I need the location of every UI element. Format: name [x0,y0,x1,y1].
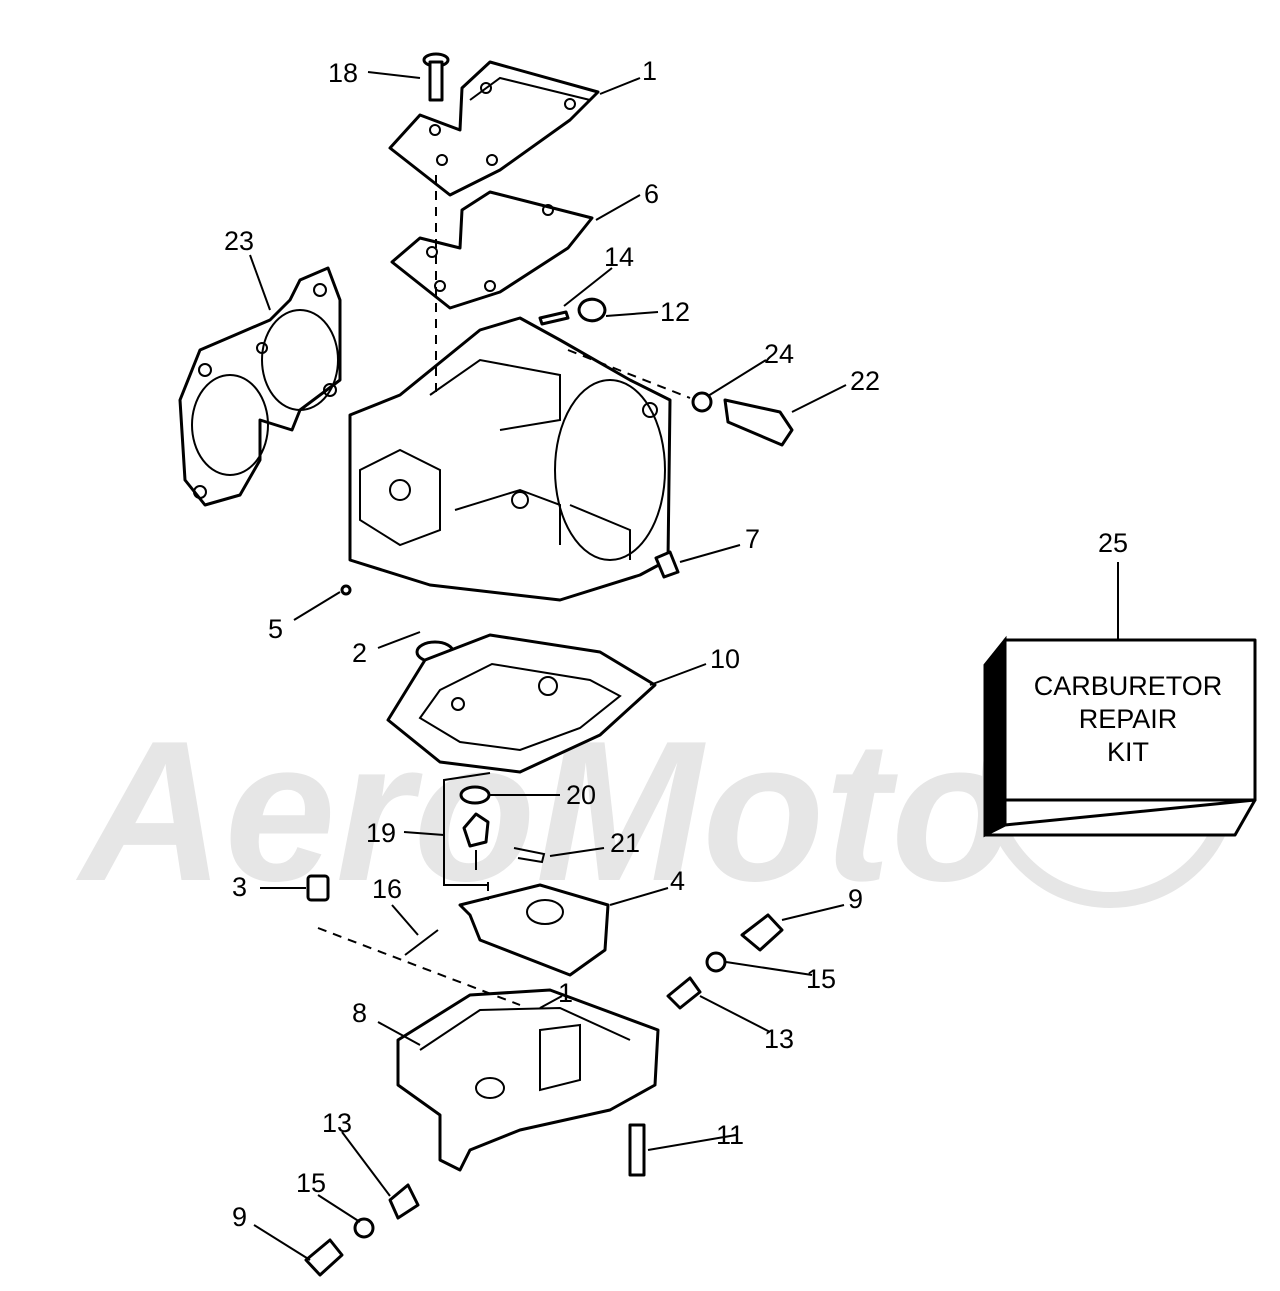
callout-label: 13 [322,1108,352,1138]
spring-7-part [654,550,680,579]
callout-label: 8 [352,998,367,1028]
callout-label: 10 [710,644,740,674]
float-bowl-part [396,988,660,1172]
callout-label: 1 [642,56,657,86]
bolt-9-right-part [740,913,784,952]
jet-part [306,874,330,902]
callout-label: 9 [232,1202,247,1232]
callout-label: 23 [224,226,254,256]
bolt-9-left-part [304,1238,344,1277]
pin-16-part [404,929,439,956]
screw-part [422,52,450,102]
leader-lines [249,71,1119,1261]
callout-label: 13 [764,1024,794,1054]
callout-label: 24 [764,339,794,369]
o-ring-part [459,785,491,805]
callout-label: 12 [660,297,690,327]
kit-label-line-1: CARBURETOR [1034,671,1223,701]
cover-plate-part [388,60,600,197]
kit-label-line-3: KIT [1107,737,1149,767]
callout-label: 7 [745,524,760,554]
callout-label: 3 [232,872,247,902]
callout-label: 22 [850,366,880,396]
bracket-line [443,772,491,886]
kit-label-line-2: REPAIR [1079,704,1178,734]
callout-label: 16 [372,874,402,904]
callout-label: 18 [328,58,358,88]
callout-label: 15 [806,964,836,994]
repair-kit-box: 25 CARBURETOR REPAIR KIT [983,528,1257,838]
callout-label: 14 [604,242,634,272]
callout-label: 11 [716,1120,744,1150]
bowl-gasket-part [386,633,657,774]
callout-label: 6 [644,179,659,209]
clip-part [513,847,546,864]
callout-label: 2 [352,638,367,668]
gasket-part [390,190,594,310]
screw-11-part [628,1123,646,1177]
jet-13-left-part [388,1183,420,1220]
kit-box-front [1003,638,1257,802]
kit-number: 25 [1098,528,1128,558]
spring-part [577,297,607,323]
jet-13-right-part [666,976,702,1010]
bolt-part [723,398,794,447]
callout-label: 19 [366,818,396,848]
callout-label: 9 [848,884,863,914]
callout-label: 1 [558,978,573,1008]
callout-label: 4 [670,866,685,896]
callout-label: 20 [566,780,596,810]
lock-washer-part [691,391,713,413]
ball-part [340,584,352,596]
callout-label: 5 [268,614,283,644]
assembly-lines [317,175,691,1006]
callout-label: 21 [610,828,640,858]
float-part [458,883,610,977]
needle-valve-part [462,812,490,870]
callout-label: 15 [296,1168,326,1198]
pin-part [538,310,570,326]
washer-15-right-part [705,951,727,973]
carburetor-body-part [348,316,672,602]
flange-gasket-part [178,266,342,507]
washer-15-left-part [353,1217,375,1239]
callout-labels: 18 1 6 23 14 12 24 22 7 5 2 10 20 19 21 … [224,56,880,1232]
